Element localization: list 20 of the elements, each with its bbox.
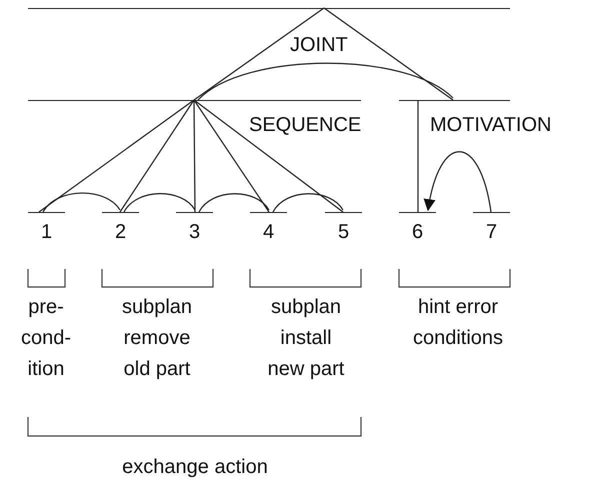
arc-connector [198, 62, 454, 100]
connector-line [324, 8, 454, 100]
arc-connector [272, 193, 344, 212]
relation-label: SEQUENCE [247, 114, 364, 136]
arc-connector [124, 193, 196, 212]
span-caption: hint error conditions [412, 295, 504, 351]
arc-connector [42, 192, 120, 212]
span-caption: subplan remove old part [120, 295, 194, 382]
curved-arrow [424, 151, 492, 212]
connector-line [194, 8, 324, 100]
connector-line [120, 100, 194, 212]
connector-line [193, 100, 196, 212]
span-caption: subplan install new part [266, 295, 346, 382]
span-caption: pre- cond- ition [20, 295, 72, 382]
connector-line [38, 100, 194, 212]
connector-line [194, 100, 344, 212]
connector-line [194, 100, 270, 212]
arc-connector [198, 193, 270, 212]
span-caption: exchange action [122, 455, 268, 480]
connector-line [417, 100, 419, 212]
